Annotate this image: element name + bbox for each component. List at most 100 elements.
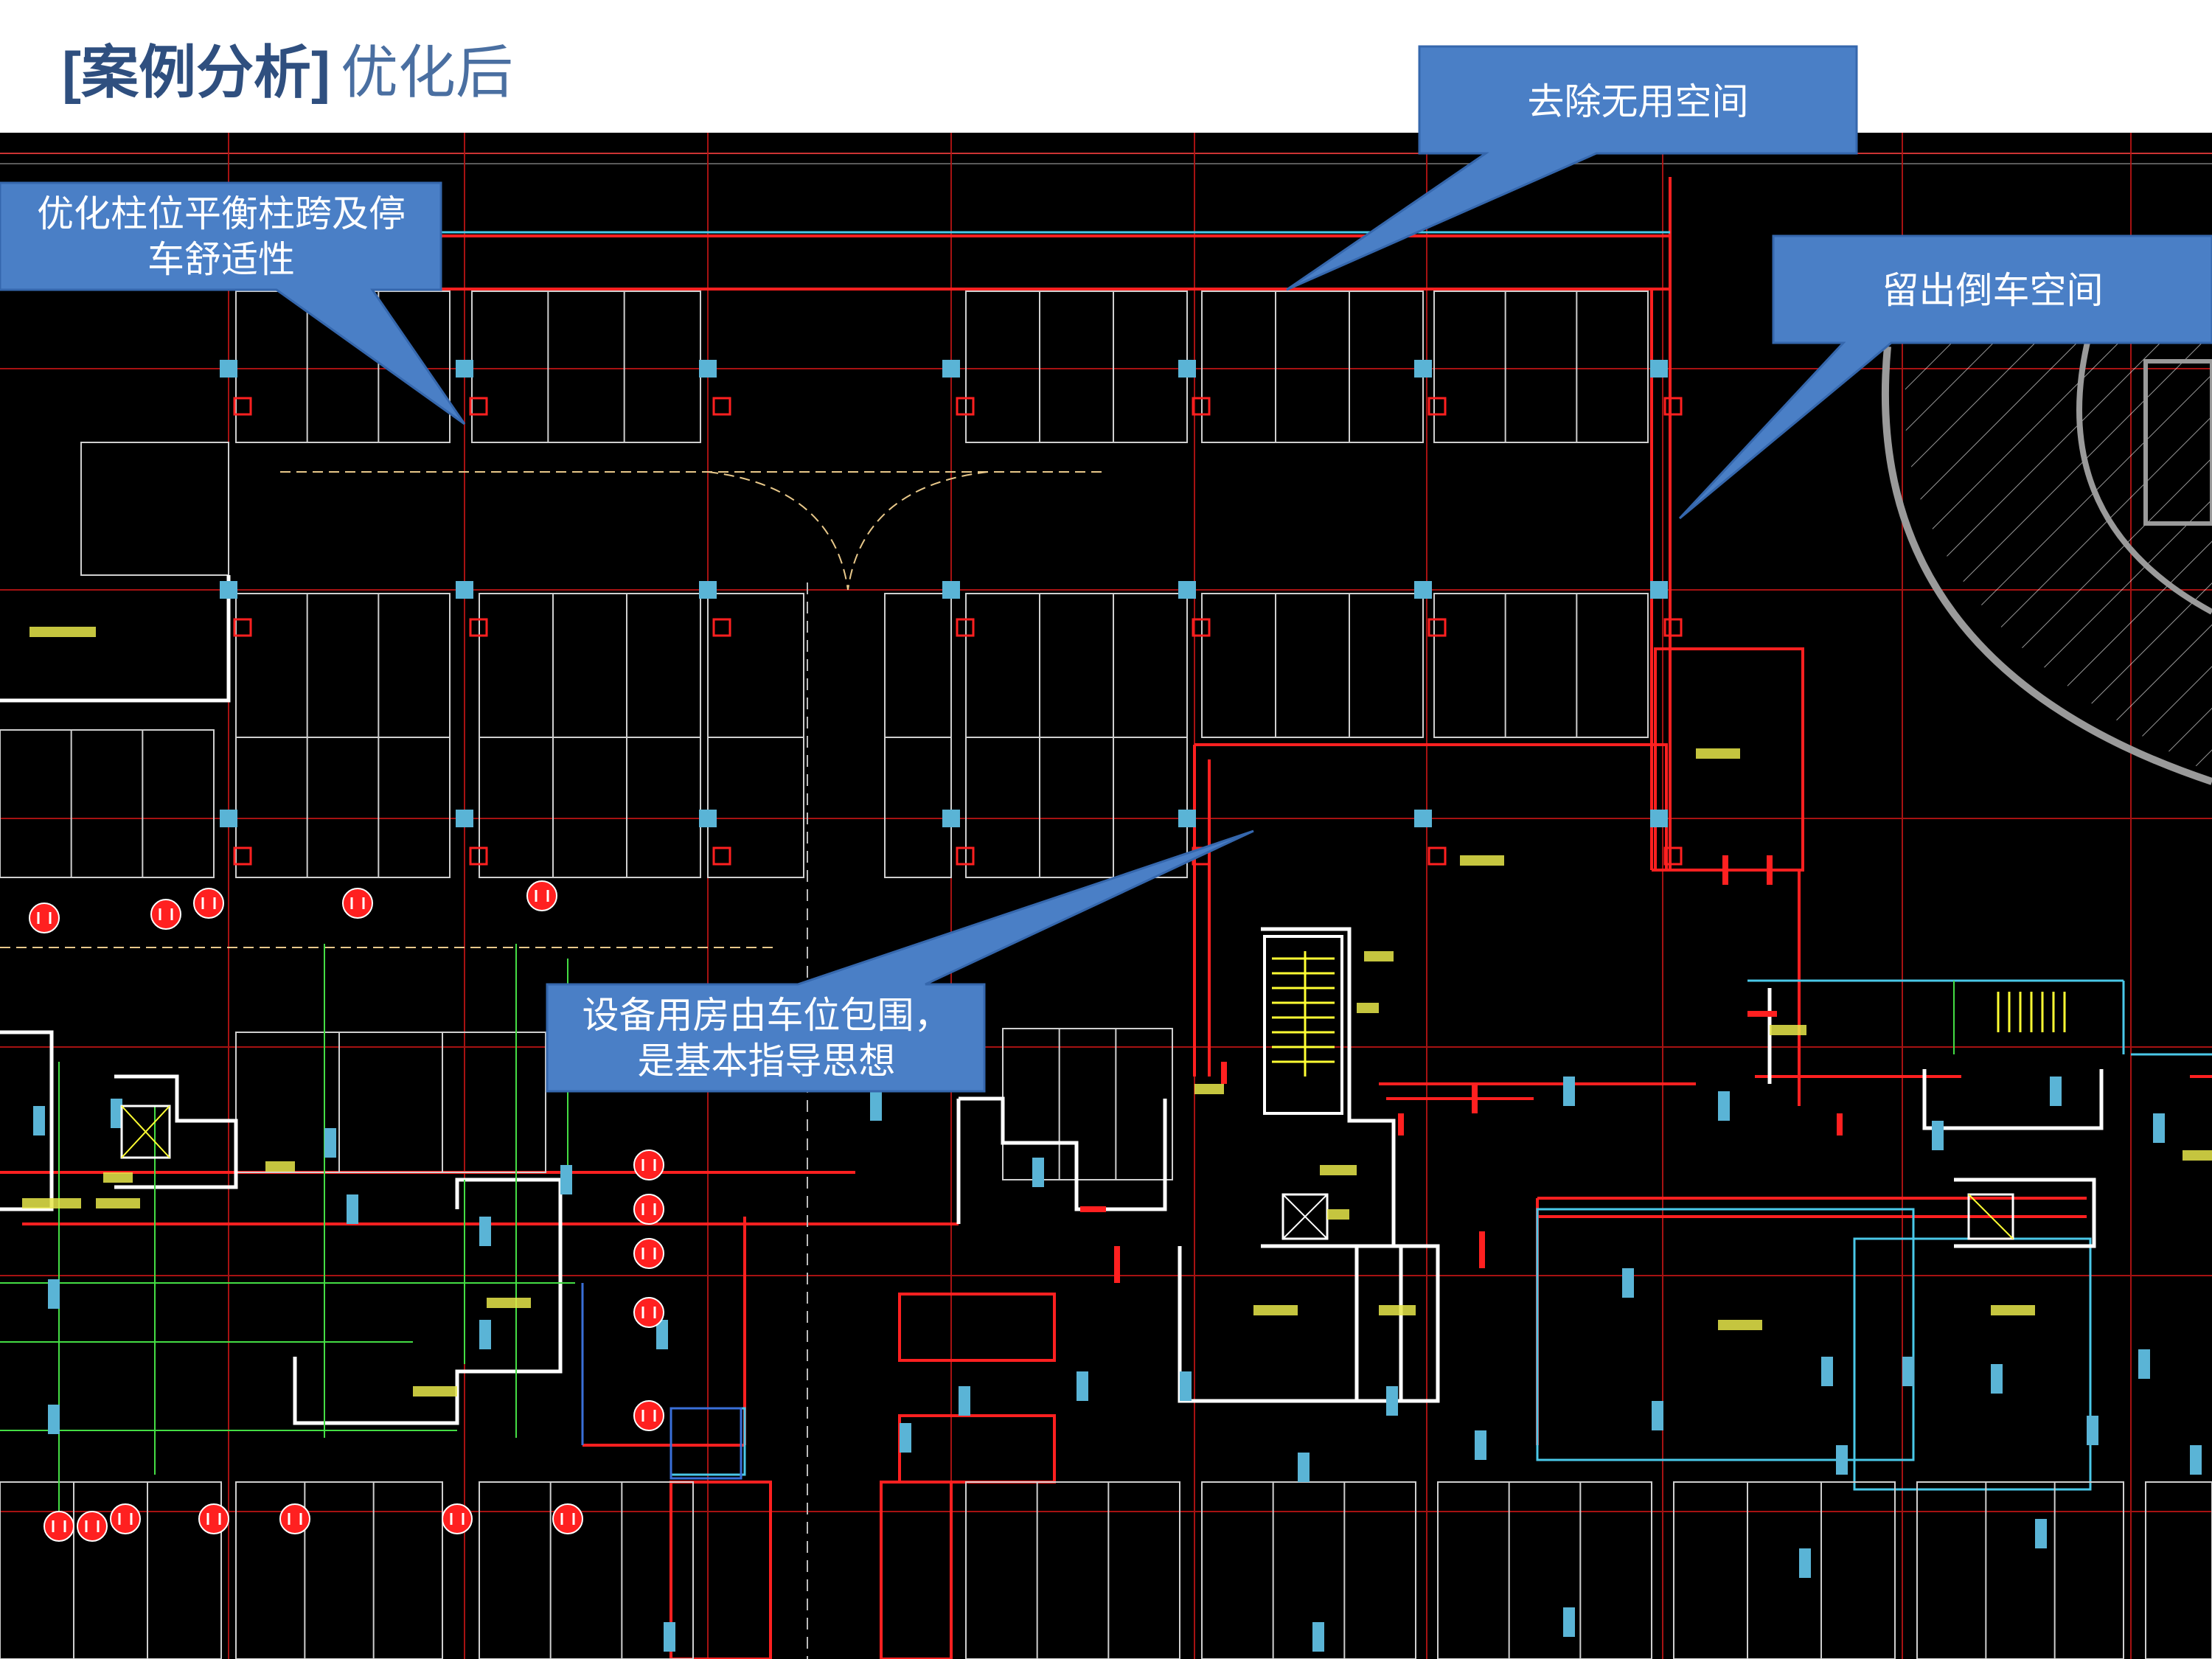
column — [699, 810, 717, 827]
room-label-mark — [1253, 1305, 1298, 1315]
room-label-mark — [1320, 1165, 1357, 1175]
room-label-mark — [1460, 855, 1504, 866]
wall-column — [1991, 1364, 2003, 1394]
wall-column — [1932, 1121, 1944, 1150]
red-column — [1427, 618, 1447, 637]
room-label-mark — [1770, 1025, 1806, 1035]
wall-column — [2153, 1113, 2165, 1143]
hydrant-symbol — [29, 902, 60, 933]
stall-block — [235, 1481, 443, 1659]
wall-column — [2190, 1445, 2202, 1475]
red-column — [956, 846, 975, 866]
stall-block — [965, 1481, 1180, 1659]
wall-column — [1032, 1158, 1044, 1187]
stall-block — [1673, 1481, 1896, 1659]
columns — [33, 360, 2202, 1652]
wall-column — [2087, 1416, 2098, 1445]
wall-column — [1475, 1430, 1486, 1460]
stall-block — [235, 737, 451, 878]
column — [1178, 360, 1196, 378]
stall-block — [1201, 593, 1424, 738]
red-column — [1427, 397, 1447, 416]
hydrant-symbol — [442, 1503, 473, 1534]
callout-column-shape — [0, 181, 466, 425]
column — [1650, 581, 1668, 599]
wall-column — [900, 1423, 911, 1453]
wall-column — [1836, 1445, 1848, 1475]
stall-block — [80, 442, 229, 576]
room-label-mark — [1696, 748, 1740, 759]
hydrant-symbol — [633, 1194, 664, 1225]
wall-column — [1821, 1357, 1833, 1386]
column — [1178, 810, 1196, 827]
room-label-mark — [1379, 1305, 1416, 1315]
red-column — [469, 618, 488, 637]
column — [942, 360, 960, 378]
green-dims — [0, 944, 1955, 1534]
wall-column — [1180, 1371, 1192, 1401]
parking-stalls — [0, 291, 2212, 1659]
wall-column — [1902, 1357, 1914, 1386]
room-label-mark — [1357, 1003, 1379, 1013]
slide-title: [案例分析]优化后 — [62, 35, 513, 109]
hydrant-symbol — [150, 899, 181, 930]
room-walls — [0, 575, 2104, 1425]
column — [220, 581, 237, 599]
wall-column — [48, 1279, 60, 1309]
wall-column — [2035, 1519, 2047, 1548]
wall-column — [1077, 1371, 1088, 1401]
column — [1414, 360, 1432, 378]
callout-remove-text: 去除无用空间 — [1527, 80, 1749, 122]
stall-block — [479, 1481, 694, 1659]
red-column — [233, 397, 252, 416]
wall-column — [1312, 1622, 1324, 1652]
stall-block — [1433, 593, 1649, 738]
wall-column — [324, 1128, 336, 1158]
stall-block — [707, 737, 804, 878]
hydrant-symbol — [633, 1297, 664, 1328]
wall-column — [1563, 1077, 1575, 1106]
left-elevator — [120, 1105, 2014, 1240]
wall-column — [479, 1217, 491, 1246]
wall-column — [2050, 1077, 2062, 1106]
wall-column — [1718, 1091, 1730, 1121]
room-label-mark — [413, 1386, 457, 1397]
red-column — [712, 618, 731, 637]
wall-column — [560, 1165, 572, 1194]
wall-column — [111, 1099, 122, 1128]
stall-block — [1916, 1481, 2124, 1659]
red-column — [1663, 618, 1683, 637]
red-column — [469, 846, 488, 866]
red-column — [956, 397, 975, 416]
callout-remove-shape — [1286, 45, 1858, 291]
red-column — [1663, 846, 1683, 866]
column — [220, 810, 237, 827]
hydrant-symbol — [77, 1511, 108, 1542]
wall-column — [1563, 1607, 1575, 1637]
room-label-mark — [1194, 1084, 1224, 1094]
stall-block — [884, 737, 952, 878]
callout-column-text: 优化柱位平衡柱跨及停车舒适性 — [37, 193, 406, 280]
hydrant-symbol — [279, 1503, 310, 1534]
red-column — [233, 618, 252, 637]
hydrant-symbol — [342, 888, 373, 919]
column — [942, 810, 960, 827]
column — [699, 360, 717, 378]
room-label-mark — [22, 1198, 81, 1208]
title-bracket: [案例分析] — [62, 40, 330, 105]
stall-block — [235, 1032, 546, 1173]
wall-column — [959, 1386, 970, 1416]
wall-column — [664, 1622, 675, 1652]
hydrant-symbol — [198, 1503, 229, 1534]
stall-block — [479, 737, 701, 878]
red-column — [1192, 397, 1211, 416]
wall-column — [479, 1320, 491, 1349]
room-label-mark — [96, 1198, 140, 1208]
wall-column — [870, 1091, 882, 1121]
stall-block — [1433, 291, 1649, 443]
column — [1414, 581, 1432, 599]
red-column — [712, 397, 731, 416]
wall-column — [1298, 1453, 1310, 1482]
ramp-area — [1881, 316, 2212, 785]
